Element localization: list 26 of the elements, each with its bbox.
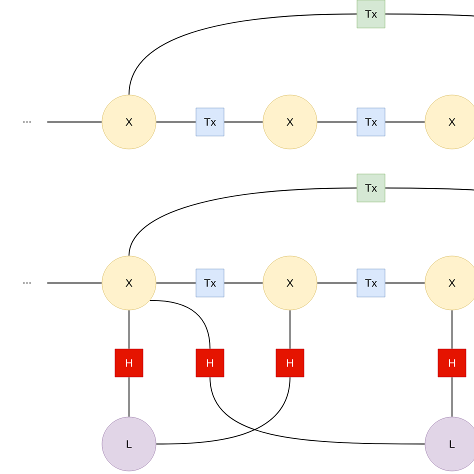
ellipsis-text: ... — [23, 282, 31, 284]
tx-box: Tx — [196, 268, 224, 298]
connector-line — [224, 282, 264, 284]
ellipsis-text: ... — [23, 121, 31, 123]
connector-line — [384, 282, 426, 284]
tx-box: Tx — [196, 108, 224, 136]
connector-line — [149, 300, 210, 350]
connector-line — [384, 188, 474, 190]
connector-line — [128, 310, 130, 350]
connector-line — [384, 14, 474, 16]
tx-box: Tx — [356, 174, 386, 202]
connector-line — [156, 282, 196, 284]
connector-line — [210, 376, 426, 444]
connector-line — [46, 282, 102, 284]
connector-line — [316, 282, 358, 284]
h-box: H — [196, 348, 224, 378]
connector-line — [128, 376, 130, 418]
connector-line — [156, 376, 290, 444]
h-box: H — [438, 348, 466, 378]
h-box: H — [276, 348, 304, 378]
connector-line — [128, 14, 358, 96]
tx-box: Tx — [356, 268, 386, 298]
tx-box: Tx — [356, 0, 386, 28]
h-box: H — [114, 348, 144, 378]
tx-box: Tx — [356, 108, 386, 136]
connector-line — [128, 188, 358, 256]
